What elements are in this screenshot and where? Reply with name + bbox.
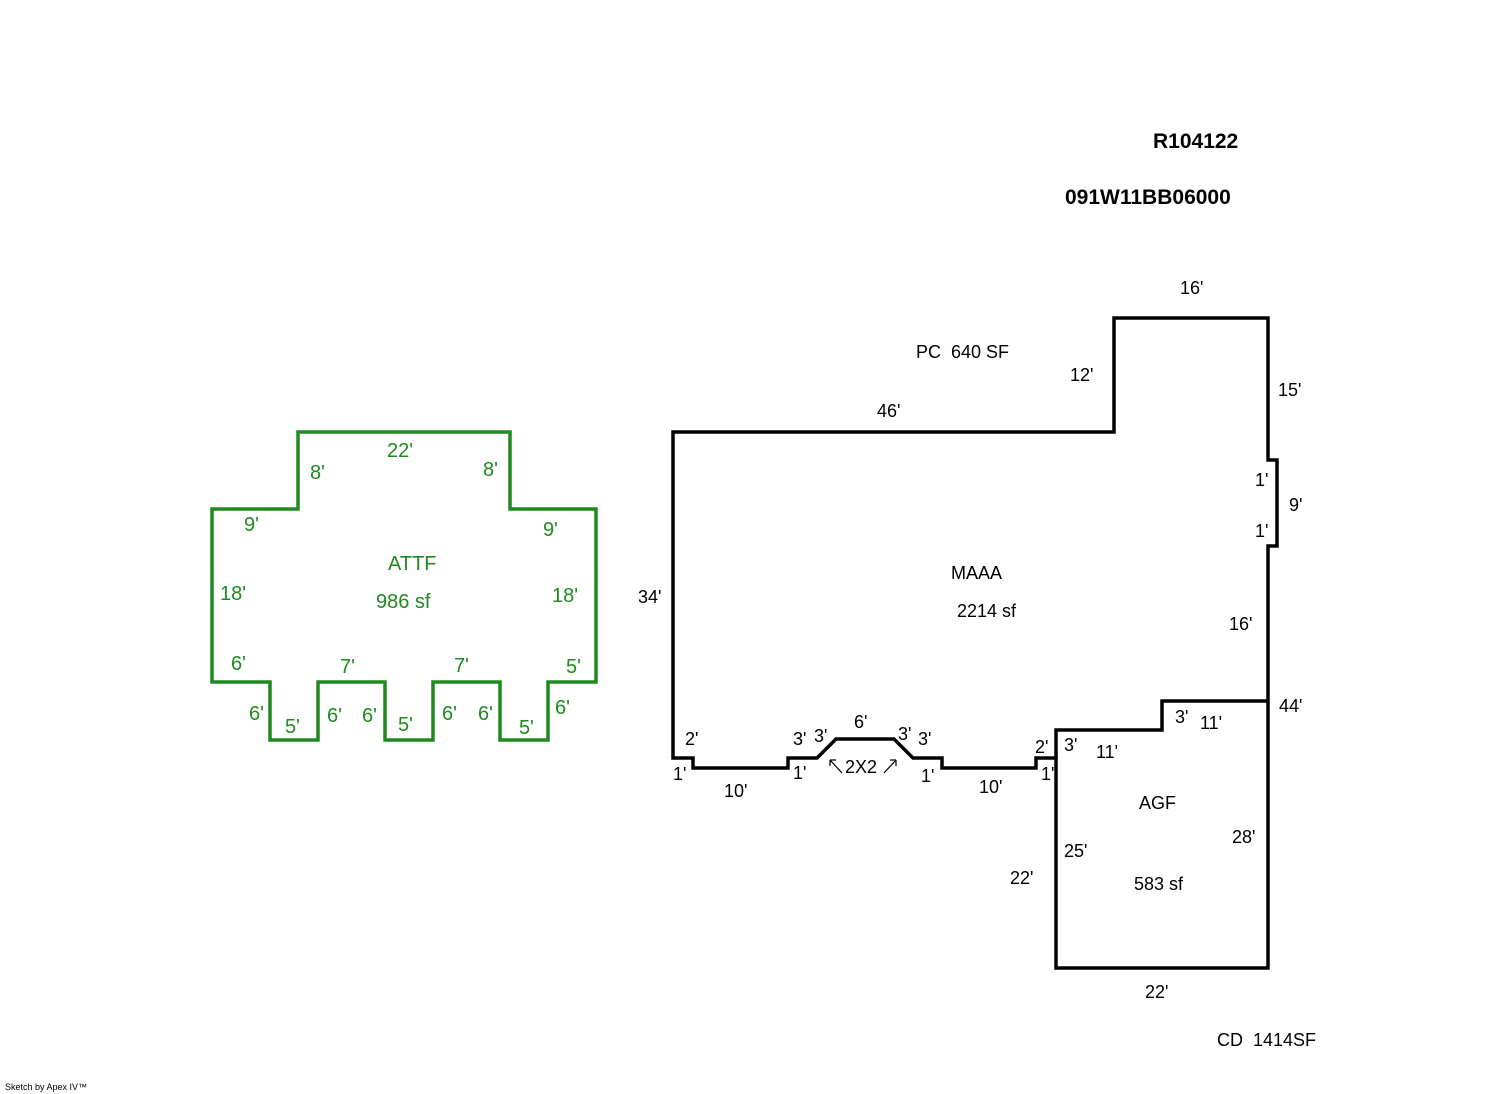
map-number: 091W11BB06000 xyxy=(1065,186,1231,209)
main-dim-step-up: 12' xyxy=(1070,365,1093,385)
attf-dim-tab2-right: 6' xyxy=(442,703,457,725)
main-dim-top-right: 16' xyxy=(1180,278,1203,298)
garage-code: AGF xyxy=(1139,793,1176,813)
main-dim-notch-side: 9' xyxy=(1289,495,1302,515)
attf-code: ATTF xyxy=(388,553,437,575)
attf-dim-upper-right-riser: 8' xyxy=(483,459,498,481)
garage-dim-top-step: 3' xyxy=(1175,707,1188,727)
main-dim-bay-top: 6' xyxy=(854,712,867,732)
main-dim-top-left: 46' xyxy=(877,401,900,421)
attf-dim-left-side: 18' xyxy=(220,583,246,605)
bay-arrow-right xyxy=(883,759,897,774)
main-dim-right-bottom-jog: 1' xyxy=(1041,764,1054,784)
garage-dim-bottom: 22' xyxy=(1145,982,1168,1002)
main-dim-left-bottom-jog: 1' xyxy=(673,764,686,784)
sketch-credit: Sketch by Apex IV™ xyxy=(5,1082,87,1092)
main-dim-left: 34' xyxy=(638,587,661,607)
main-dim-bay-right-diag: 3' xyxy=(898,724,911,744)
main-dim-bay-right-jog: 1' xyxy=(921,766,934,786)
garage-dim-right-side: 28' xyxy=(1232,827,1255,847)
attf-dim-tab1-right: 6' xyxy=(327,705,342,727)
main-dim-bottom-left-run: 10' xyxy=(724,781,747,801)
main-dim-right-upper: 15' xyxy=(1278,380,1301,400)
attf-dim-tab2-bottom: 5' xyxy=(398,714,413,736)
garage-area: 583 sf xyxy=(1134,874,1184,894)
attf-dim-upper-left-riser: 8' xyxy=(310,462,325,484)
attf-dim-bottom-right-ledge: 5' xyxy=(566,656,581,678)
bay-arrow-left xyxy=(829,759,843,774)
deck-label: CD 1414SF xyxy=(1217,1030,1316,1050)
garage-dim-left-step: 3' xyxy=(1064,735,1077,755)
attf-outline xyxy=(210,430,598,742)
attf-dim-mid-left-ledge: 7' xyxy=(340,656,355,678)
attf-dim-right-side: 18' xyxy=(552,585,578,607)
attf-area: 986 sf xyxy=(376,591,431,613)
main-dim-bottom-right-run: 10' xyxy=(979,777,1002,797)
attf-dim-tab1-left: 6' xyxy=(249,703,264,725)
attf-dim-bottom-left-ledge: 6' xyxy=(231,653,246,675)
garage-dim-top-left: 11' xyxy=(1096,742,1118,762)
garage-dim-right-total: 44' xyxy=(1279,696,1302,716)
main-dim-bay-left-jog: 1' xyxy=(793,763,806,783)
main-dim-right-bottom-rise: 2' xyxy=(1035,737,1048,757)
main-code: MAAA xyxy=(951,563,1002,583)
attf-dim-top: 22' xyxy=(387,440,413,462)
garage-outline xyxy=(1054,699,1268,758)
main-dim-notch-top: 1' xyxy=(1255,470,1268,490)
main-dim-bay-left-diag: 3' xyxy=(814,726,827,746)
main-bay-label: 2X2 xyxy=(845,757,877,777)
attf-dim-tab2-left: 6' xyxy=(362,705,377,727)
account-id: R104122 xyxy=(1153,130,1238,153)
main-dim-left-bottom-drop: 2' xyxy=(685,729,698,749)
main-dim-right-lower: 16' xyxy=(1229,614,1252,634)
main-outline xyxy=(671,316,1279,970)
main-dim-bay-left-step: 3' xyxy=(793,729,806,749)
porch-label: PC 640 SF xyxy=(916,342,1009,362)
attf-dim-tab1-bottom: 5' xyxy=(285,716,300,738)
attf-dim-tab3-left: 6' xyxy=(478,703,493,725)
attf-dim-tab3-right: 6' xyxy=(555,697,570,719)
main-dim-notch-bottom: 1' xyxy=(1255,521,1268,541)
attf-dim-tab3-bottom: 5' xyxy=(519,717,534,739)
garage-dim-top-right: 11' xyxy=(1200,713,1222,733)
garage-dim-left-outer: 22' xyxy=(1010,868,1033,888)
attf-dim-mid-right-ledge: 7' xyxy=(454,655,469,677)
main-area: 2214 sf xyxy=(957,601,1017,621)
attf-dim-left-shoulder: 9' xyxy=(244,514,259,536)
main-dim-bay-right-step: 3' xyxy=(918,729,931,749)
attf-dim-right-shoulder: 9' xyxy=(543,519,558,541)
garage-dim-left-inner: 25' xyxy=(1064,841,1087,861)
